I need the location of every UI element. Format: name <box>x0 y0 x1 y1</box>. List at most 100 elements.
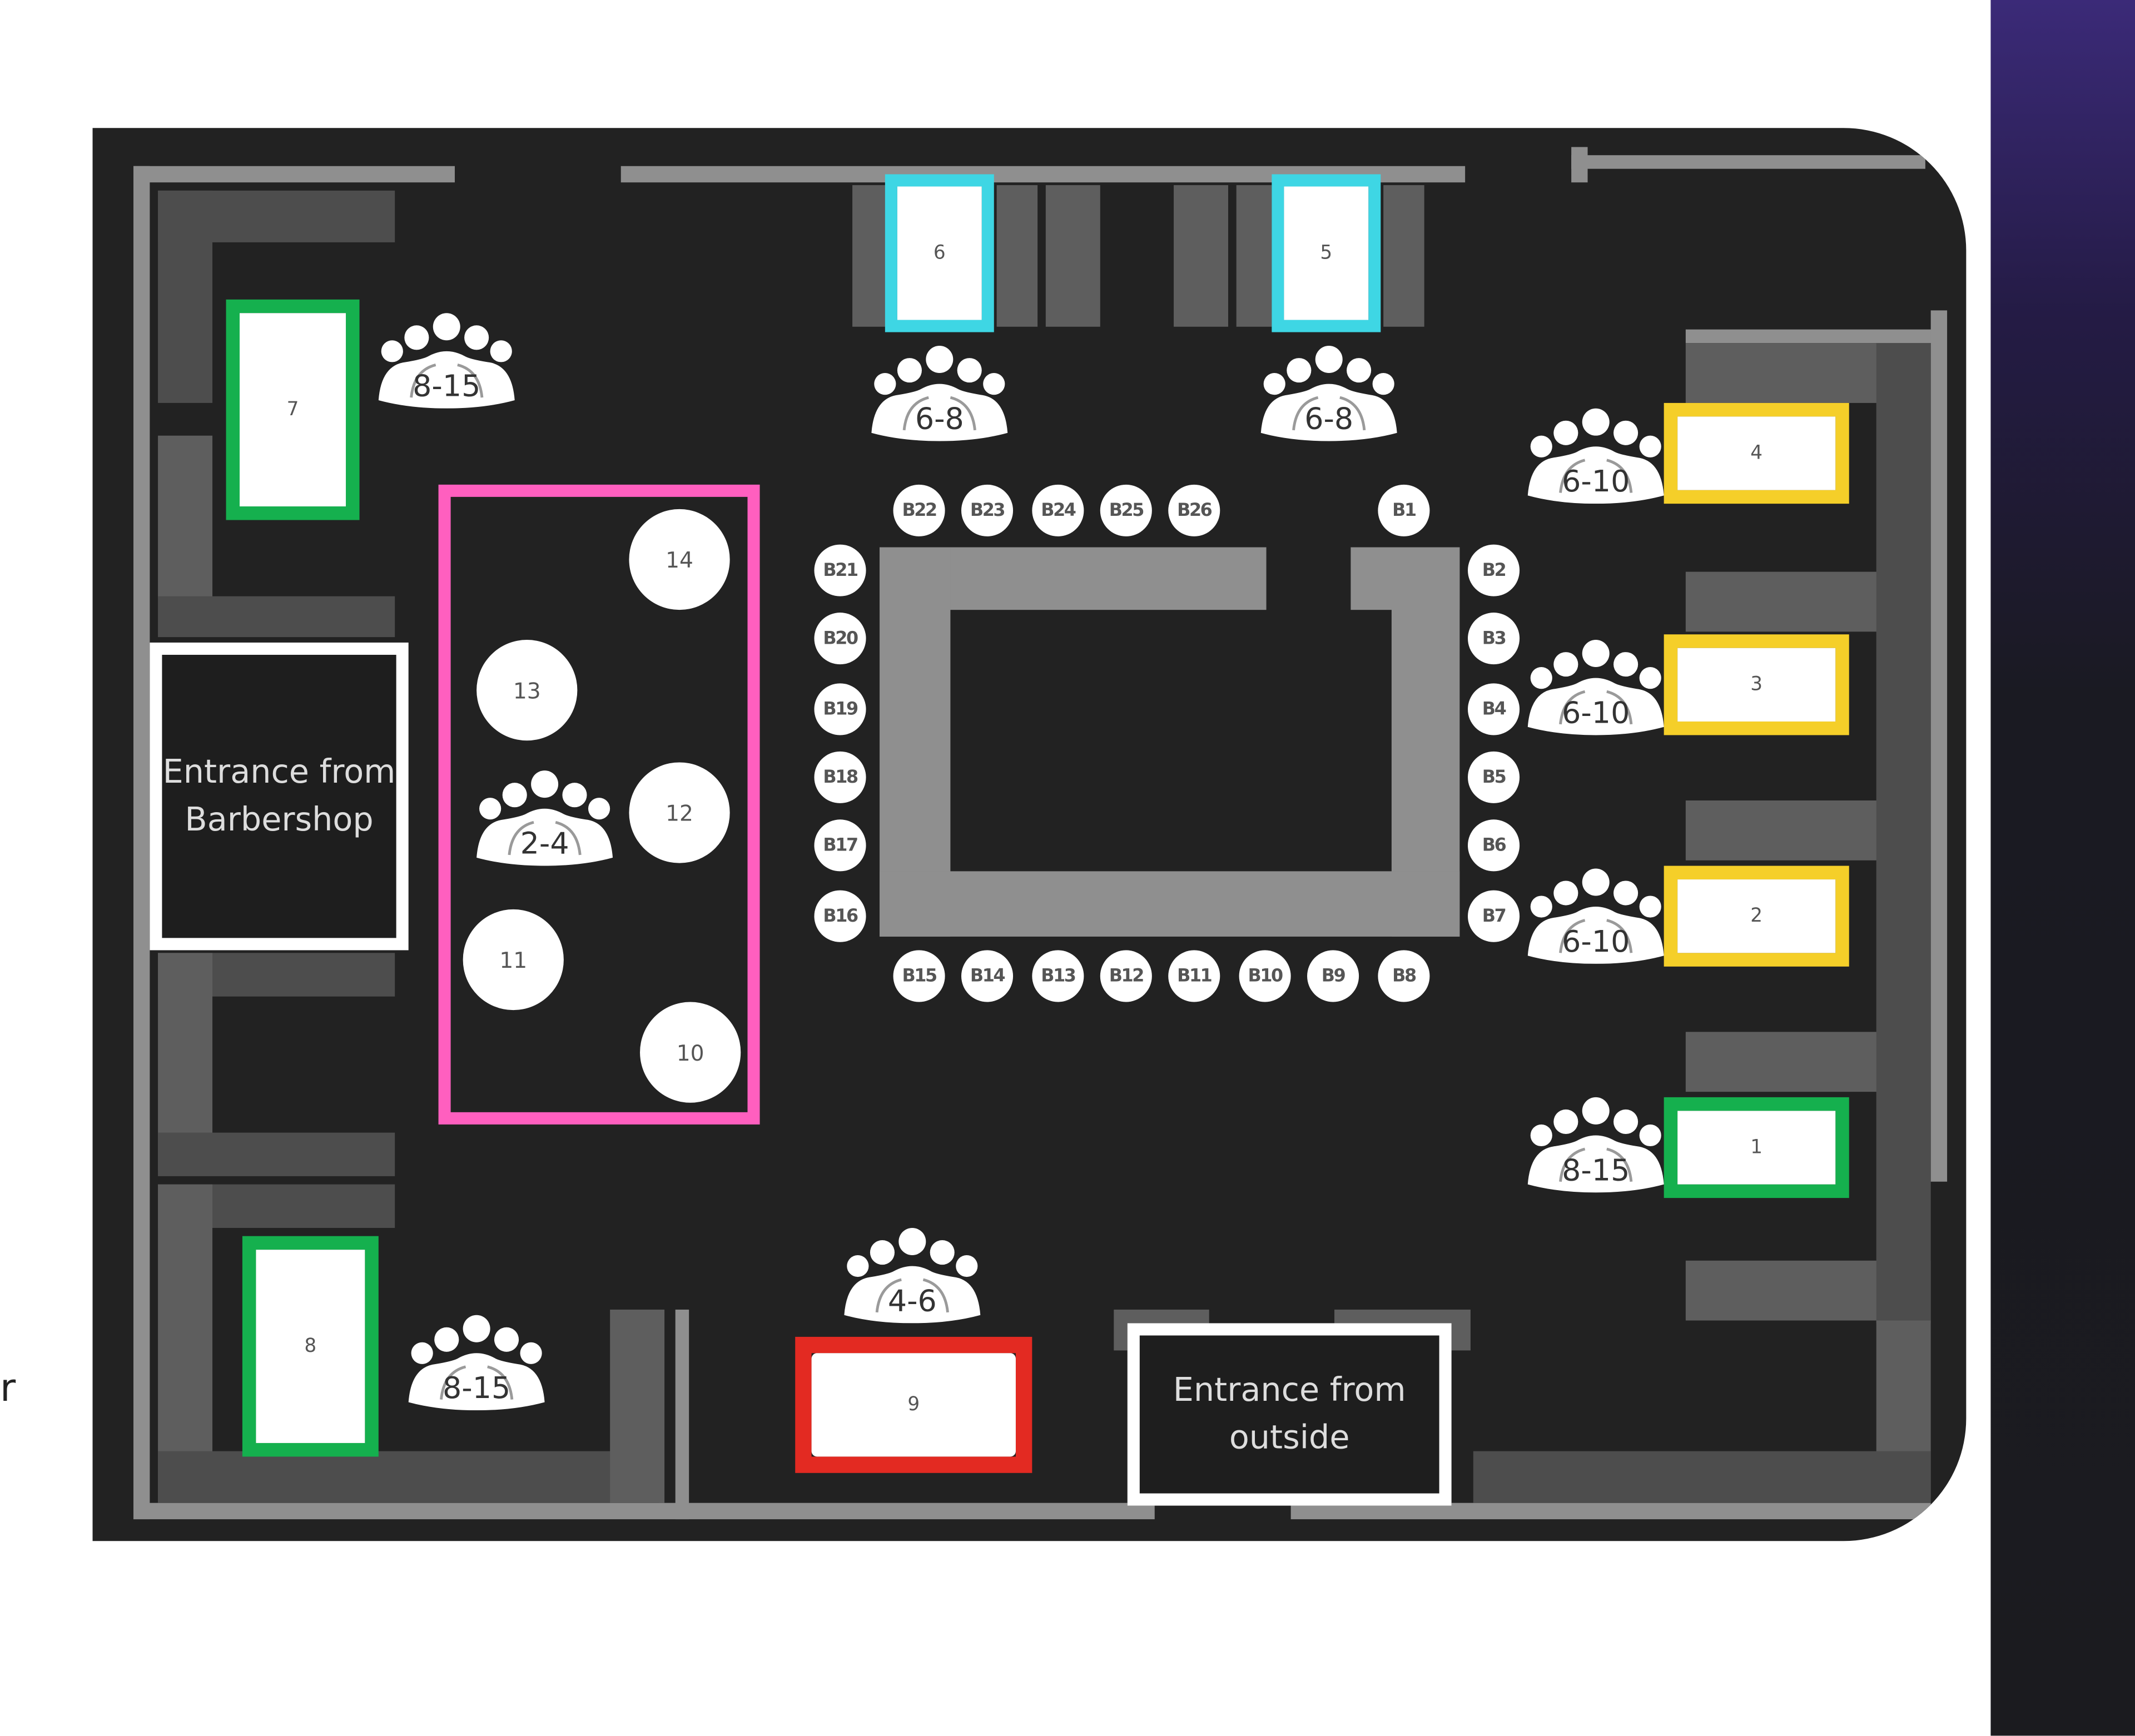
bar-seat-b26[interactable]: B26 <box>1168 484 1220 536</box>
capacity-label: 6-10 <box>1562 695 1630 730</box>
capacity-label: 4-6 <box>888 1283 937 1318</box>
capacity-label: 8-15 <box>413 369 480 404</box>
wall-left <box>133 166 150 1520</box>
bar-seat-label: B13 <box>1041 966 1076 987</box>
bar-seat-b6[interactable]: B6 <box>1468 819 1520 872</box>
capacity-table-5: 6-8 <box>1258 343 1400 441</box>
table-11-label: 11 <box>499 947 528 973</box>
bar-seat-b23[interactable]: B23 <box>961 484 1014 536</box>
table-4-frame[interactable]: 4 <box>1664 402 1849 504</box>
table-3-frame[interactable]: 3 <box>1664 634 1849 735</box>
people-group-icon: 2-4 <box>474 768 615 865</box>
bar-seat-label: B16 <box>823 906 858 927</box>
bar-seat-b13[interactable]: B13 <box>1032 950 1084 1002</box>
booth-left-bottom-top <box>158 1132 395 1176</box>
entrance-outside[interactable]: Entrance from outside <box>1127 1323 1452 1506</box>
table-5-frame[interactable]: 5 <box>1272 174 1381 332</box>
booth-top-6-left <box>852 185 888 327</box>
bar-seat-label: B22 <box>902 500 937 521</box>
bar-seat-label: B8 <box>1392 966 1417 987</box>
entrance-barbershop[interactable]: Entrance from Barbershop <box>150 642 409 951</box>
table-10-label: 10 <box>676 1039 704 1066</box>
table-1-frame[interactable]: 1 <box>1664 1097 1849 1198</box>
bar-seat-b9[interactable]: B9 <box>1307 950 1359 1002</box>
bar-seat-b17[interactable]: B17 <box>814 819 866 872</box>
bar-seat-b7[interactable]: B7 <box>1468 890 1520 942</box>
bar-seat-b18[interactable]: B18 <box>814 751 866 803</box>
bar-seat-b1[interactable]: B1 <box>1378 484 1430 536</box>
bar-seat-label: B5 <box>1482 767 1507 788</box>
bar-seat-b5[interactable]: B5 <box>1468 751 1520 803</box>
side-gradient-panel <box>1990 0 2135 1736</box>
capacity-label: 8-15 <box>443 1370 510 1405</box>
bar-seat-b16[interactable]: B16 <box>814 890 866 942</box>
bar-seat-b12[interactable]: B12 <box>1100 950 1152 1002</box>
entrance-barbershop-label: Entrance from Barbershop <box>162 753 396 839</box>
bar-seat-label: B15 <box>902 966 937 987</box>
bar-seat-b20[interactable]: B20 <box>814 613 866 665</box>
booth-top-5-right <box>1383 185 1424 327</box>
bar-seat-b8[interactable]: B8 <box>1378 950 1430 1002</box>
bar-seat-b15[interactable]: B15 <box>893 950 945 1002</box>
bar-seat-b21[interactable]: B21 <box>814 544 866 596</box>
table-3-label: 3 <box>1750 674 1763 696</box>
capacity-label: 6-8 <box>915 401 964 436</box>
bar-seat-b3[interactable]: B3 <box>1468 613 1520 665</box>
bar-seat-label: B9 <box>1321 966 1346 987</box>
bar-seat-b11[interactable]: B11 <box>1168 950 1220 1002</box>
capacity-table-7: 8-15 <box>376 310 518 408</box>
capacity-label: 6-8 <box>1304 401 1353 436</box>
bar-seat-b25[interactable]: B25 <box>1100 484 1152 536</box>
table-5: 5 <box>1284 186 1369 320</box>
bar-seat-label: B23 <box>970 500 1006 521</box>
wall-bottom-left <box>133 1503 1155 1520</box>
stray-text: r <box>0 1365 16 1411</box>
table-14[interactable]: 14 <box>629 509 730 610</box>
booth-left-bottom-side <box>158 1184 213 1503</box>
bar-seat-label: B14 <box>970 966 1006 987</box>
bar-seat-label: B4 <box>1482 699 1507 720</box>
bar-seat-b10[interactable]: B10 <box>1239 950 1291 1002</box>
capacity-label: 2-4 <box>520 826 569 861</box>
table-9-label: 9 <box>907 1394 920 1416</box>
table-10[interactable]: 10 <box>640 1002 741 1103</box>
people-group-icon: 8-15 <box>1525 1095 1667 1192</box>
bar-seat-label: B2 <box>1482 560 1507 581</box>
bar-seat-label: B21 <box>823 560 858 581</box>
bar-seat-label: B11 <box>1177 966 1213 987</box>
table-3: 3 <box>1677 648 1836 722</box>
bar-seat-b24[interactable]: B24 <box>1032 484 1084 536</box>
table-7-frame[interactable]: 7 <box>226 299 360 520</box>
table-9-frame[interactable]: 9 <box>795 1336 1032 1473</box>
capacity-round-tables: 2-4 <box>474 768 615 865</box>
capacity-table-3: 6-10 <box>1525 637 1667 735</box>
bar-seat-label: B10 <box>1248 966 1284 987</box>
bar-seat-label: B7 <box>1482 906 1507 927</box>
table-11[interactable]: 11 <box>463 909 564 1011</box>
bar-seat-b19[interactable]: B19 <box>814 683 866 735</box>
bar-seat-b2[interactable]: B2 <box>1468 544 1520 596</box>
people-group-icon: 6-10 <box>1525 637 1667 735</box>
bar-seat-label: B17 <box>823 835 858 856</box>
table-12[interactable]: 12 <box>629 762 730 863</box>
booth-left-mid-top <box>158 596 395 638</box>
table-6-frame[interactable]: 6 <box>885 174 994 332</box>
table-8-label: 8 <box>304 1335 317 1357</box>
capacity-label: 6-10 <box>1562 924 1630 959</box>
table-8-frame[interactable]: 8 <box>242 1236 379 1457</box>
booth-top-6-right2 <box>1045 185 1100 327</box>
table-7: 7 <box>240 313 346 507</box>
table-8: 8 <box>256 1250 365 1443</box>
bar-seat-b22[interactable]: B22 <box>893 484 945 536</box>
table-2-frame[interactable]: 2 <box>1664 865 1849 967</box>
wall-right <box>1930 310 1948 1182</box>
booth-top-5-left <box>1174 185 1228 327</box>
bar-seat-b4[interactable]: B4 <box>1468 683 1520 735</box>
bar-bottom <box>880 871 1460 937</box>
wall-bottom-right <box>1290 1503 1931 1520</box>
capacity-table-8: 8-15 <box>406 1312 548 1410</box>
bar-seat-b14[interactable]: B14 <box>961 950 1014 1002</box>
people-group-icon: 6-10 <box>1525 406 1667 504</box>
people-group-icon: 8-15 <box>376 310 518 408</box>
table-13[interactable]: 13 <box>476 640 578 741</box>
